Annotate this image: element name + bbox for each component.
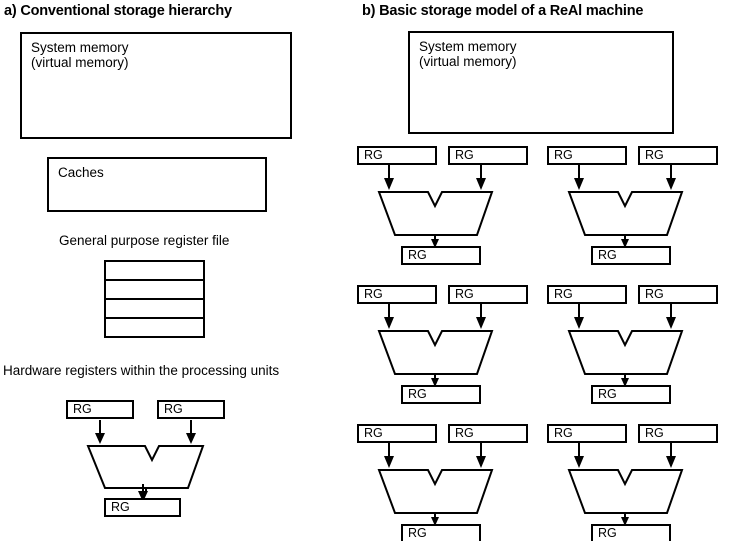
alu-trapezoid-icon [86,420,205,491]
rg-input-right: RG [448,285,528,304]
hardware-registers-label: Hardware registers within the processing… [3,363,280,378]
register-file-row [106,319,203,336]
rg-input-right: RG [638,285,718,304]
rg-input-right: RG [157,400,225,419]
rg-input-left: RG [547,424,627,443]
rg-output: RG [591,385,671,404]
register-file-label: General purpose register file [59,233,230,248]
rg-input-left: RG [547,146,627,165]
caches-box: Caches [47,157,267,212]
processing-unit [545,304,730,387]
alu-trapezoid-icon [567,443,684,526]
panel-b-title: b) Basic storage model of a ReAl machine [362,3,644,19]
panel-a-title: a) Conventional storage hierarchy [4,3,232,19]
register-file-row [106,300,203,319]
caches-label: Caches [58,165,104,180]
alu-trapezoid-icon [377,304,494,387]
rg-input-right: RG [638,146,718,165]
rg-output: RG [401,524,481,541]
rg-input-left: RG [547,285,627,304]
register-file-row [106,281,203,300]
rg-input-right: RG [638,424,718,443]
general-purpose-register-file [104,260,205,338]
rg-input-right: RG [448,146,528,165]
register-file-row [106,262,203,281]
alu-trapezoid-icon [377,165,494,248]
rg-input-left: RG [357,424,437,443]
rg-output: RG [591,246,671,265]
rg-output: RG [401,246,481,265]
rg-input-right: RG [448,424,528,443]
alu-trapezoid-icon [567,165,684,248]
system-memory-label-right: System memory (virtual memory) [419,39,517,69]
alu-output-arrow-left [138,484,148,502]
rg-input-left: RG [357,146,437,165]
rg-input-left: RG [357,285,437,304]
rg-output: RG [401,385,481,404]
system-memory-box-left: System memory (virtual memory) [20,32,292,139]
system-memory-box-right: System memory (virtual memory) [408,31,674,134]
processing-unit [545,165,730,248]
alu-trapezoid-icon [567,304,684,387]
rg-output: RG [591,524,671,541]
system-memory-label-left: System memory (virtual memory) [31,40,129,70]
alu-trapezoid-icon [377,443,494,526]
processing-unit [545,443,730,526]
processing-unit [355,165,540,248]
rg-input-left: RG [66,400,134,419]
processing-unit [355,443,540,526]
rg-output: RG [104,498,181,517]
processing-unit-left [60,418,235,498]
processing-unit [355,304,540,387]
